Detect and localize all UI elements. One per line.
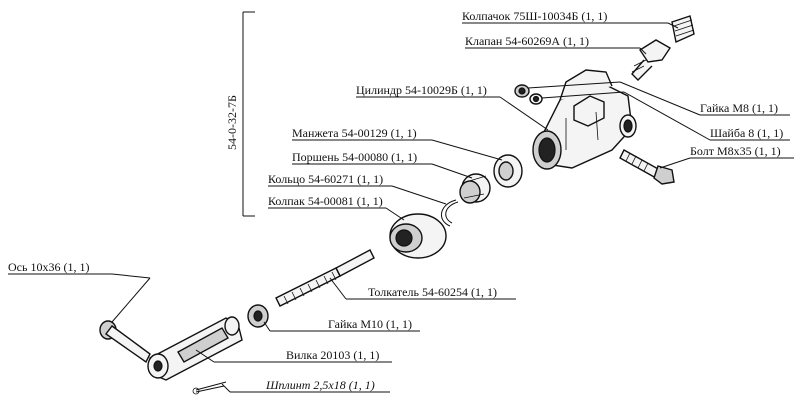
cap-part <box>671 15 695 43</box>
assembly-code: 54-0-32-7Б <box>225 95 239 150</box>
label-nut-m8: Гайка М8 (1, 1) <box>700 101 778 115</box>
label-axle: Ось 10х36 (1, 1) <box>8 260 89 274</box>
label-boot: Колпак 54-00081 (1, 1) <box>268 194 383 208</box>
washer-part <box>529 93 543 105</box>
label-cotter-pin: Шплинт 2,5х18 (1, 1) <box>265 378 375 392</box>
label-ring: Кольцо 54-60271 (1, 1) <box>268 172 383 186</box>
label-piston: Поршень 54-00080 (1, 1) <box>292 150 417 164</box>
push-rod-part <box>275 249 375 307</box>
label-cap: Колпачок 75Ш-10034Б (1, 1) <box>462 9 607 23</box>
label-bolt: Болт М8х35 (1, 1) <box>690 144 781 158</box>
cylinder-body <box>532 69 637 170</box>
fork-part <box>147 316 243 381</box>
valve-part <box>631 39 671 81</box>
assembly-bracket: 54-0-32-7Б <box>225 11 255 217</box>
axle-pin-part <box>99 320 151 364</box>
label-fork: Вилка 20103 (1, 1) <box>286 348 379 362</box>
label-cylinder: Цилиндр 54-10029Б (1, 1) <box>356 83 487 97</box>
ring-part <box>441 199 459 227</box>
bolt-part <box>619 149 675 185</box>
label-washer: Шайба 8 (1, 1) <box>710 126 783 140</box>
nut-m10-part <box>247 304 269 328</box>
label-push-rod: Толкатель 54-60254 (1, 1) <box>368 285 497 299</box>
piston-part <box>459 173 491 204</box>
nut-m8-part <box>514 84 530 98</box>
cotter-pin-part <box>192 381 227 395</box>
label-valve: Клапан 54-60269А (1, 1) <box>465 34 589 48</box>
boot-part <box>389 213 447 259</box>
label-cuff: Манжета 54-00129 (1, 1) <box>292 126 417 140</box>
label-nut-m10: Гайка М10 (1, 1) <box>328 317 412 331</box>
cuff-part <box>493 154 523 188</box>
